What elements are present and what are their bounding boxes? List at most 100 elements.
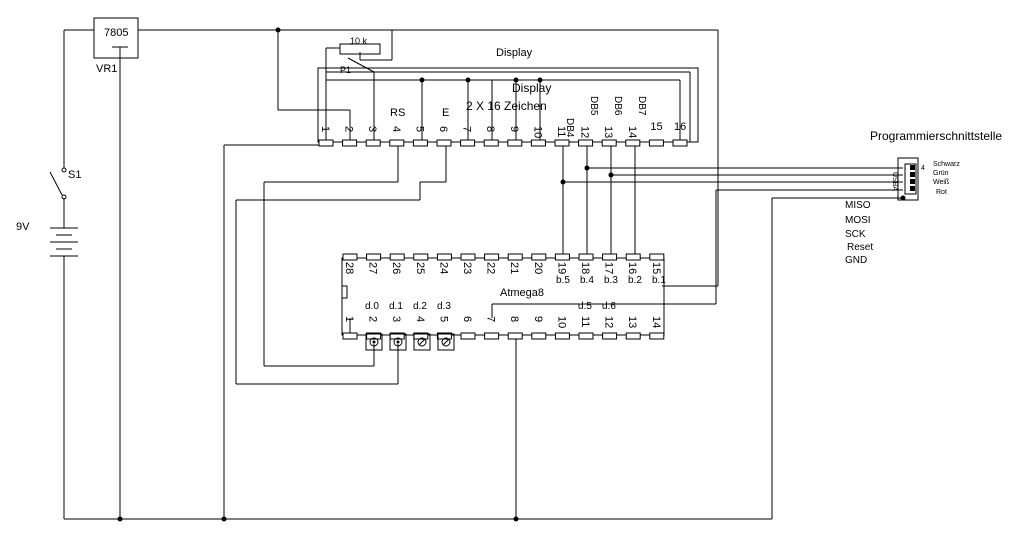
mcu-bottom-pin-pad [342,332,358,340]
mcu-top-pin-pad [389,253,405,261]
display-label-e: E [442,107,449,119]
mcu-top-pin-pad [366,253,382,261]
mcu-bottom-pin-pad [436,332,452,340]
mcu-top-pin-number: 20 [532,262,544,274]
display-pin-number: 13 [602,126,614,138]
test-points [365,333,455,351]
mcu-top-pin-number: 27 [367,262,379,274]
mcu-bottom-pin-pad [507,332,523,340]
display-pin-number: 6 [437,126,449,132]
display-label-rs: RS [390,107,405,119]
display-pin-pad [530,139,546,147]
mcu-bottom-pin-pad [554,332,570,340]
display-pin-number: 8 [484,126,496,132]
mcu-signal-d2: d.2 [413,301,427,312]
display-label-db5: DB5 [588,96,599,116]
display-pin-pad [318,139,334,147]
display-pin-number: 14 [626,126,638,138]
mcu-signal-d1: d.1 [389,301,403,312]
mcu-top-pin-number: 23 [461,262,473,274]
signal-sck: SCK [845,229,866,240]
display-pin-pad [625,139,641,147]
signal-gnd: GND [845,255,867,266]
mcu-top-pin-pad [342,253,358,261]
mcu-bottom-pin-number: 3 [390,316,402,322]
display-inner-title: Display [512,81,551,95]
mcu-top-pin-pad [484,253,500,261]
power-switch: S1 [61,167,81,200]
programmer-title: Programmierschnittstelle [870,129,1002,143]
mcu-signal-b4: b.4 [580,275,594,286]
display-label-db6: DB6 [612,96,623,116]
display-pin-number: 3 [366,126,378,132]
mcu-bottom-pin-number: 10 [555,316,567,328]
display-pin-pad [365,139,381,147]
display-pin-pad [601,139,617,147]
mcu-bottom-pin-number: 4 [414,316,426,322]
pot-ref: P1 [340,65,351,75]
test-point-d1 [389,333,407,351]
wire-color-white: Weiß [933,179,949,186]
wiring [49,29,903,520]
mcu-bottom-pin-number: 9 [532,316,544,322]
display-label-db4: DB4 [564,118,575,138]
mcu-top-pin-pad [554,253,570,261]
mcu-top-pin-pad [436,253,452,261]
display-pin-number: 11 [555,126,567,137]
display-pin-pad [436,139,452,147]
mcu-top-pin-number: 26 [390,262,402,274]
display-pin-pad [578,139,594,147]
mcu-signal-d3: d.3 [437,301,451,312]
mcu-top-pin-number: 22 [485,262,497,274]
mcu-top-pin-pad [649,253,665,261]
mcu-bottom-pin-pad [366,332,382,340]
mcu-signal-b1: b.1 [652,275,666,286]
mcu-bottom-pin-number: 14 [650,316,662,328]
mcu-bottom-pin-number: 8 [508,316,520,322]
mcu-signal-d0: d.0 [365,301,379,312]
display-pin-number: 2 [343,126,355,132]
mcu-signal-b2: b.2 [628,275,642,286]
wire-color-green: Grün [933,170,949,177]
display-pin-number: 4 [390,126,402,132]
mcu-bottom-pin-pad [531,332,547,340]
display-pin-pad [483,139,499,147]
display-pin-pad [389,139,405,147]
mcu-top-pin-number: 28 [343,262,355,274]
signal-reset: Reset [847,242,873,253]
pot-value: 10 k [350,36,368,46]
display-pin-number: 7 [461,126,473,132]
regulator-ref: VR1 [96,63,117,75]
display-pin-pad [554,139,570,147]
mcu-top-pin-pad [507,253,523,261]
display-pin-number: 9 [508,126,520,132]
mcu-top-pin-number: 16 [626,262,638,274]
display-pin-pad [648,139,664,147]
mcu-bottom-pin-pad [578,332,594,340]
mcu-top-pin-pad [602,253,618,261]
test-point-d2 [413,333,431,351]
signal-miso: MISO [845,200,871,211]
mcu-bottom-pin-pad [649,332,665,340]
mcu-bottom-pin-pad [625,332,641,340]
switch-ref: S1 [68,169,81,181]
mcu-bottom-pin-pad [460,332,476,340]
voltage-regulator: 7805 VR1 [93,17,139,75]
mcu-top-pin-number: 17 [603,262,615,274]
mcu-top-pin-pad [625,253,641,261]
mcu-top-pin-pad [578,253,594,261]
display-pin-pad [672,139,688,147]
display-pin-number: 16 [674,121,686,133]
mcu-top-pin-number: 19 [555,262,567,274]
mcu-name: Atmega8 [500,287,544,299]
display-pin-number: 12 [579,126,591,138]
regulator-label: 7805 [104,27,128,39]
lcd-display: Display Display 2 X 16 Zeichen RS E DB4 … [317,47,699,147]
display-pin-pad [342,139,358,147]
display-pin-pad [460,139,476,147]
mcu-bottom-pin-number: 5 [437,316,449,322]
display-pin-number: 1 [319,126,331,132]
battery-label: 9V [16,221,30,233]
